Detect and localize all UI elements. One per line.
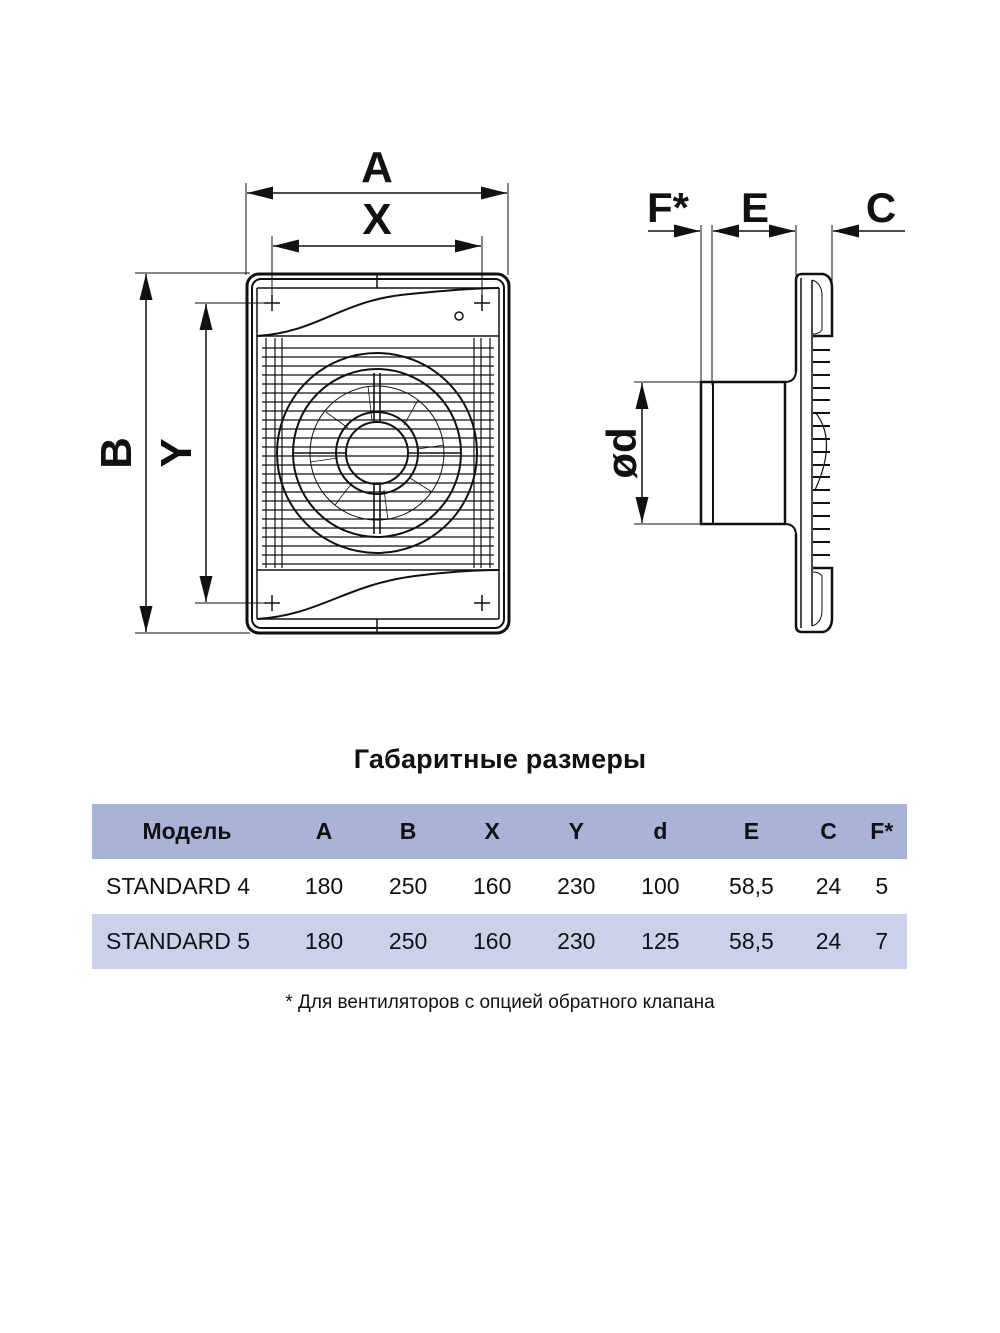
cell-f: 7	[875, 928, 889, 954]
cell-x: 160	[473, 928, 512, 954]
dim-label-a: A	[361, 143, 393, 192]
footnote: * Для вентиляторов с опцией обратного кл…	[285, 992, 715, 1013]
cell-model: STANDARD 5	[106, 928, 250, 954]
cell-c: 24	[815, 873, 842, 899]
cell-b: 250	[388, 873, 428, 899]
side-view	[634, 224, 905, 634]
column-header-model: Модель	[142, 818, 232, 844]
column-header-a: A	[315, 818, 333, 844]
dim-label-d: ød	[598, 427, 645, 478]
column-header-d: d	[653, 818, 668, 844]
cell-a: 180	[304, 873, 344, 899]
table-title: Габаритные размеры	[353, 744, 647, 774]
cell-x: 160	[473, 873, 512, 899]
cell-model: STANDARD 4	[106, 873, 250, 899]
column-header-y: Y	[568, 818, 584, 844]
cell-d: 100	[641, 873, 680, 899]
cell-c: 24	[815, 928, 842, 954]
cell-f: 5	[875, 873, 889, 899]
table-header-row: Модель A B X Y d E C F*	[92, 804, 907, 859]
dimensions-table: Модель A B X Y d E C F* STANDARD 4 180 2…	[92, 804, 907, 969]
table-row: STANDARD 4 180 250 160 230 100 58,5 24 5	[92, 859, 907, 914]
dim-label-x: X	[362, 195, 391, 244]
column-header-f: F*	[870, 818, 894, 844]
cell-e: 58,5	[729, 873, 774, 899]
table-row: STANDARD 5 180 250 160 230 125 58,5 24 7	[92, 914, 907, 969]
cell-e: 58,5	[729, 928, 774, 954]
dim-label-y: Y	[152, 438, 201, 467]
column-header-e: E	[743, 818, 760, 844]
dim-label-e: E	[741, 184, 769, 231]
cell-y: 230	[557, 928, 596, 954]
cell-y: 230	[557, 873, 596, 899]
cell-a: 180	[304, 928, 344, 954]
dim-label-b: B	[92, 437, 141, 469]
cell-b: 250	[388, 928, 428, 954]
dim-label-c: C	[866, 184, 896, 231]
column-header-c: C	[820, 818, 837, 844]
fan-dimension-drawing: A X B Y	[92, 143, 905, 635]
front-view	[135, 183, 511, 635]
cell-d: 125	[641, 928, 680, 954]
column-header-b: B	[399, 818, 417, 844]
column-header-x: X	[484, 818, 500, 844]
dim-label-f: F*	[647, 184, 690, 231]
